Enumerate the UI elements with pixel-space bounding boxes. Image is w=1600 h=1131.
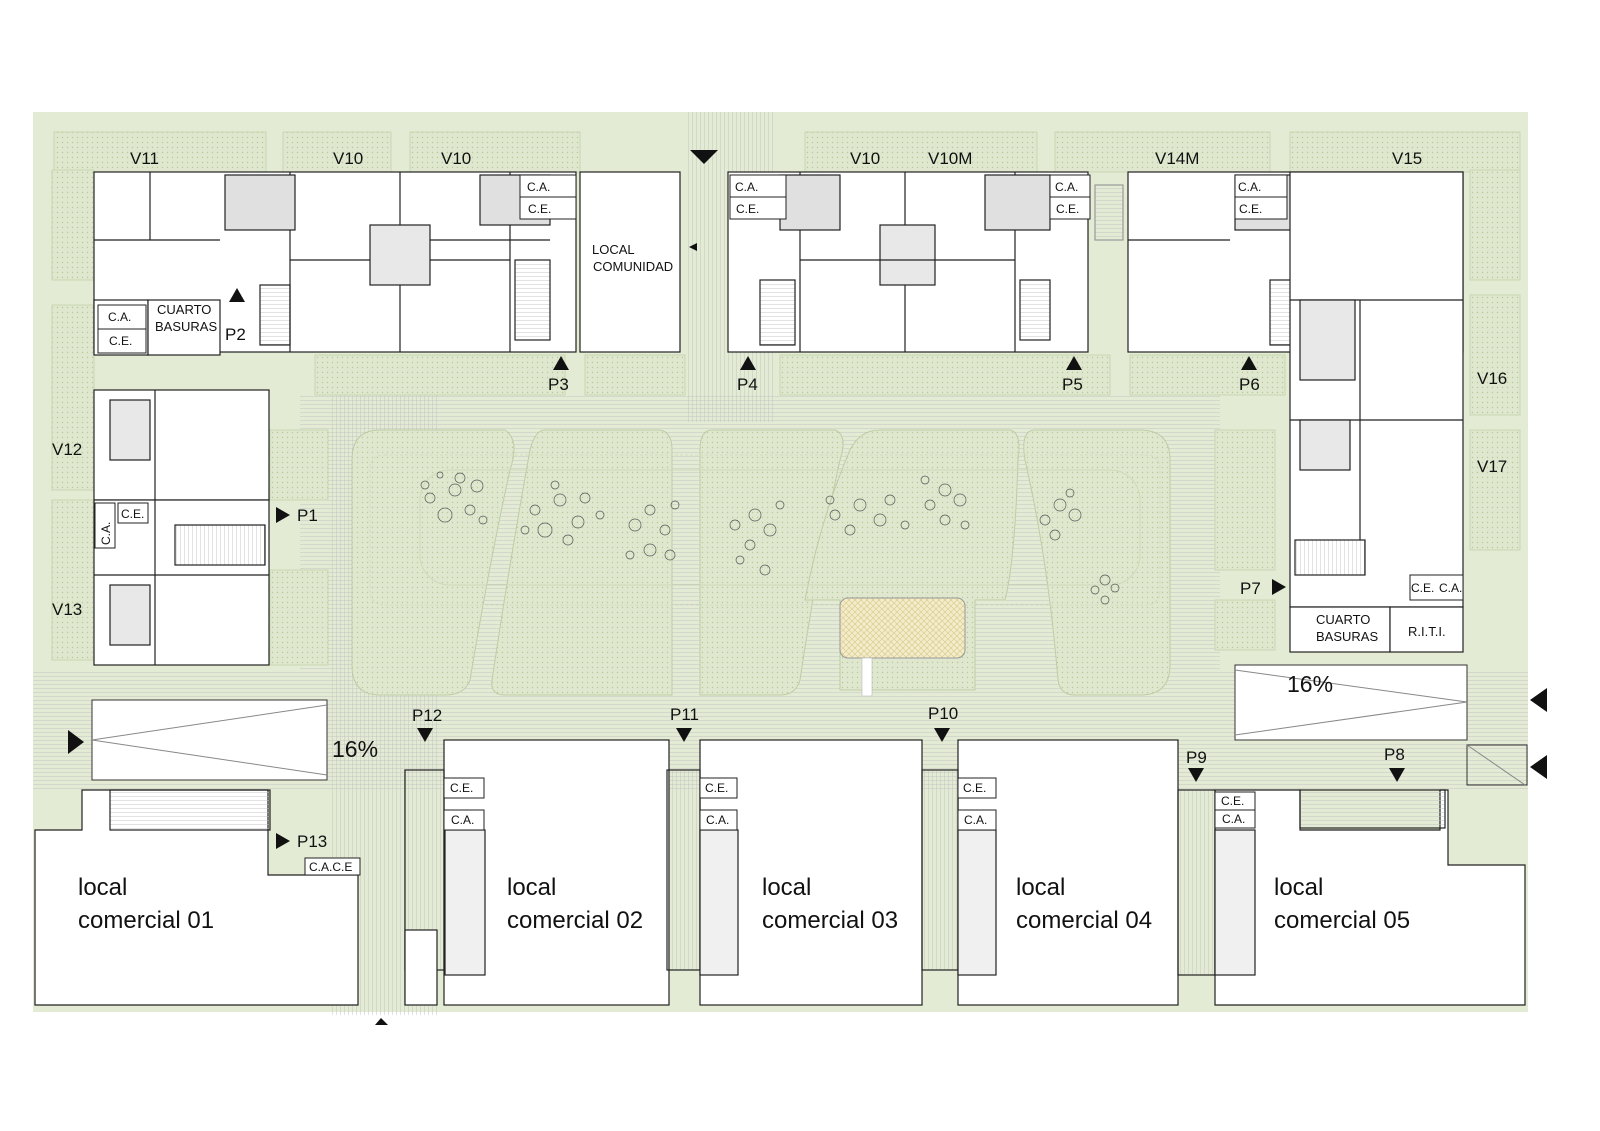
shop-label: local	[762, 874, 811, 901]
shop-label: comercial 02	[507, 907, 643, 934]
room-ce: C.E.	[963, 781, 986, 795]
door-p5: P5	[1062, 375, 1083, 394]
room-ce: C.E.	[1239, 202, 1262, 216]
room-ca: C.A.	[108, 310, 131, 324]
room-ca: C.A.	[1439, 581, 1462, 595]
unit-v12: V12	[52, 440, 82, 459]
room-ce: C.E.	[109, 334, 132, 348]
door-labels: P1 P2 P3 P4 P5 P6 P7 P8 P9 P10 P11 P12 P…	[225, 325, 1405, 851]
room-cace: C.A.C.E	[309, 860, 352, 874]
room-ca: C.A.	[1238, 180, 1261, 194]
door-p11: P11	[670, 705, 699, 724]
shop-label: comercial 01	[78, 907, 214, 934]
room-ce: C.E.	[1221, 794, 1244, 808]
ramps	[91, 664, 1528, 786]
door-p6: P6	[1239, 375, 1260, 394]
room-ce: C.E.	[1411, 581, 1434, 595]
room-ce: C.E.	[121, 507, 144, 521]
unit-v14m: V14M	[1155, 149, 1199, 168]
entrance-arrows	[68, 150, 1547, 1025]
room-ce: C.E.	[1056, 202, 1079, 216]
housing-block-east	[1289, 171, 1464, 653]
door-p13: P13	[297, 832, 327, 851]
unit-v10: V10	[850, 149, 880, 168]
room-ca: C.A.	[706, 813, 729, 827]
door-p2: P2	[225, 325, 246, 344]
door-p7: P7	[1240, 579, 1261, 598]
service-rooms	[94, 174, 1464, 876]
door-p1: P1	[297, 506, 318, 525]
room-ce: C.E.	[450, 781, 473, 795]
room-ca: C.A.	[1055, 180, 1078, 194]
unit-v10m: V10M	[928, 149, 972, 168]
shop-label: comercial 05	[1274, 907, 1410, 934]
unit-v13: V13	[52, 600, 82, 619]
commercial-block	[34, 739, 1526, 1006]
shop-label: local	[507, 874, 556, 901]
cuarto-basuras-label: CUARTO	[157, 302, 211, 317]
local-comunidad-label: LOCAL	[592, 242, 635, 257]
door-p9: P9	[1186, 748, 1207, 767]
door-p12: P12	[412, 706, 442, 725]
room-ca: C.A.	[527, 180, 550, 194]
unit-labels: V11 V10 V10 V10 V10M V14M V15 V16 V17 V1…	[52, 149, 1507, 619]
room-ca-vertical: C.A.	[99, 522, 113, 545]
door-p4: P4	[737, 375, 758, 394]
cuarto-basuras-label: BASURAS	[155, 319, 217, 334]
door-p3: P3	[548, 375, 569, 394]
shop-label: local	[1274, 874, 1323, 901]
room-ca: C.A.	[735, 180, 758, 194]
unit-v17: V17	[1477, 457, 1507, 476]
shop-label: comercial 04	[1016, 907, 1152, 934]
room-ca: C.A.	[964, 813, 987, 827]
ramp-slope-label: 16%	[332, 736, 378, 762]
shop-label: local	[1016, 874, 1065, 901]
cuarto-basuras-label: CUARTO	[1316, 612, 1370, 627]
unit-v16: V16	[1477, 369, 1507, 388]
lawns	[51, 131, 1521, 666]
room-ce: C.E.	[705, 781, 728, 795]
local-comunidad-label: COMUNIDAD	[593, 259, 673, 274]
room-ca: C.A.	[451, 813, 474, 827]
unit-v11: V11	[130, 149, 159, 168]
room-ce: C.E.	[528, 202, 551, 216]
door-markers	[229, 288, 1405, 849]
door-p8: P8	[1384, 745, 1405, 764]
tree-clusters	[420, 471, 1120, 605]
unit-v10: V10	[333, 149, 363, 168]
cuarto-basuras-label: BASURAS	[1316, 629, 1378, 644]
unit-v10: V10	[441, 149, 471, 168]
room-ca: C.A.	[1222, 812, 1245, 826]
room-labels: C.A. C.E. C.A. C.E. C.A. C.E. C.A. C.E. …	[99, 180, 1462, 874]
ramp-slope-label: 16%	[1287, 671, 1333, 697]
shop-label: comercial 03	[762, 907, 898, 934]
unit-v15: V15	[1392, 149, 1422, 168]
housing-block-west	[93, 389, 270, 666]
riti-label: R.I.T.I.	[1408, 624, 1446, 639]
shop-labels: local comercial 01 local comercial 02 lo…	[78, 874, 1410, 934]
playground	[839, 597, 966, 659]
door-p10: P10	[928, 704, 958, 723]
room-ce: C.E.	[736, 202, 759, 216]
shop-label: local	[78, 874, 127, 901]
